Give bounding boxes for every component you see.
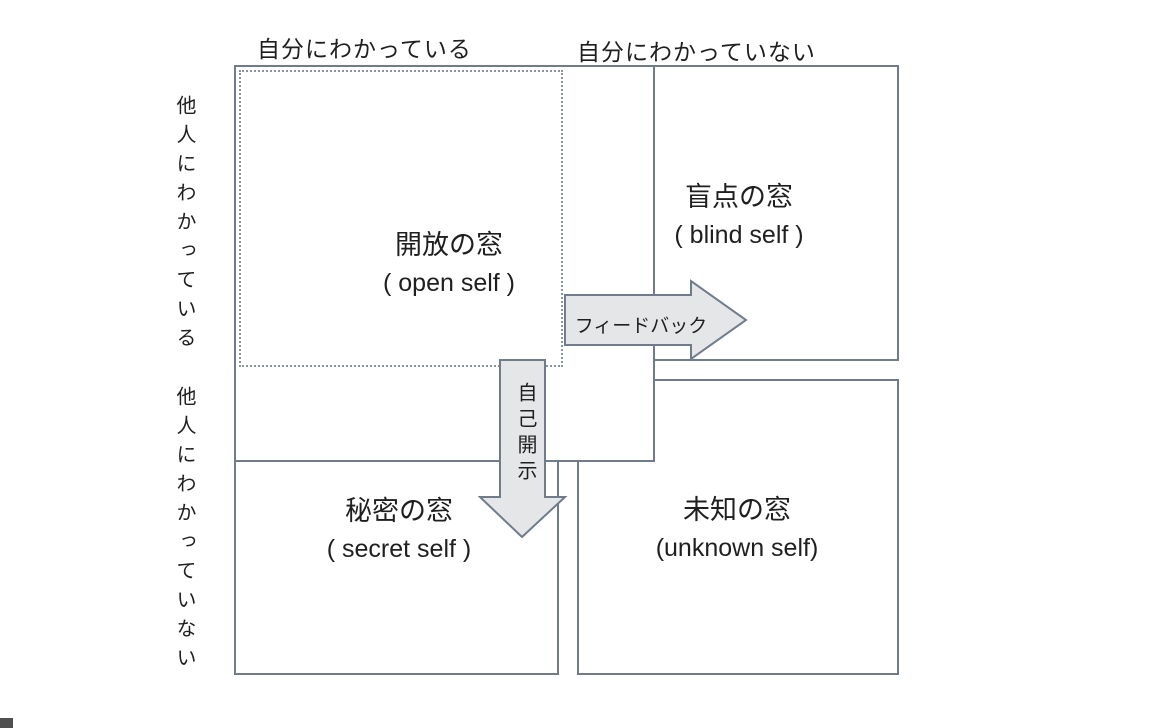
open-self-title-en: ( open self ) xyxy=(382,269,515,297)
unknown-self-title-jp: 未知の窓 xyxy=(683,495,791,525)
feedback-right-arrow-icon xyxy=(564,279,748,361)
blind-self-title-jp: 盲点の窓 xyxy=(685,182,793,212)
feedback-arrow-label: フィードバック xyxy=(574,316,708,337)
blind-self-label: 盲点の窓 ( blind self ) xyxy=(589,178,889,254)
open-self-title-jp: 開放の窓 xyxy=(395,230,503,260)
axis-label-unknown-to-self: 自分にわかっていない xyxy=(577,39,816,65)
unknown-self-title-en: (unknown self) xyxy=(655,534,819,562)
axis-label-known-to-others: 他人にわかっている xyxy=(173,95,195,356)
screen-corner-mark xyxy=(0,718,13,728)
secret-self-label: 秘密の窓 ( secret self ) xyxy=(249,492,549,568)
axis-label-unknown-to-others: 他人にわかっていない xyxy=(173,386,195,676)
open-self-label: 開放の窓 ( open self ) xyxy=(299,226,599,302)
open-self-quadrant-box xyxy=(234,65,655,462)
blind-self-title-en: ( blind self ) xyxy=(674,221,804,249)
unknown-self-label: 未知の窓 (unknown self) xyxy=(587,491,887,567)
open-area-dotted-outline xyxy=(239,70,563,367)
self-disclosure-arrow-label: 自己開示 xyxy=(514,382,536,486)
secret-self-title-jp: 秘密の窓 xyxy=(345,496,453,526)
self-disclosure-down-arrow-icon xyxy=(478,359,568,539)
axis-label-known-to-self: 自分にわかっている xyxy=(257,36,472,62)
secret-self-title-en: ( secret self ) xyxy=(326,535,472,563)
